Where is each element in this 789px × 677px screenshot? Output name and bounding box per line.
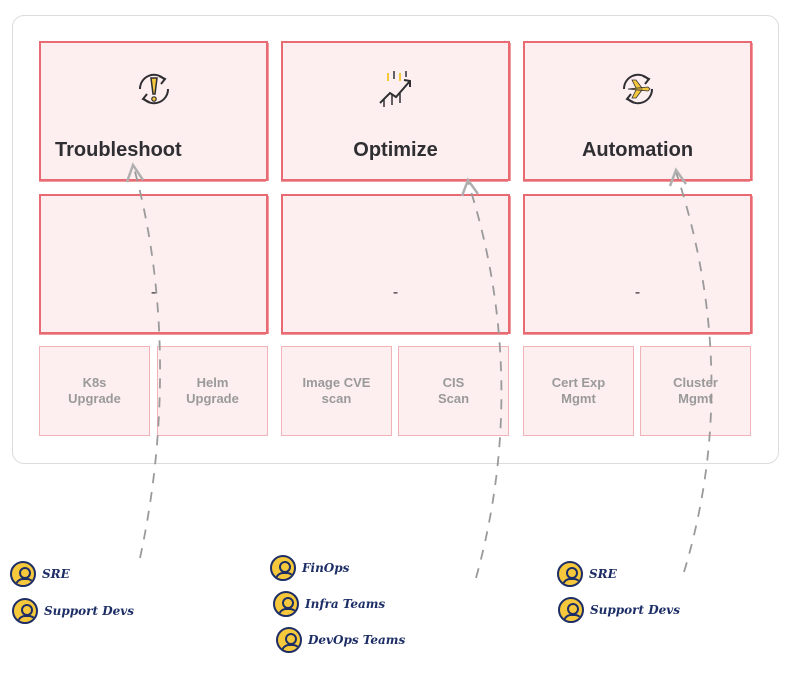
card-title: Troubleshoot bbox=[55, 139, 182, 161]
refresh-plane-icon bbox=[622, 73, 653, 105]
subitem-helm-upgrade: Helm Upgrade bbox=[157, 346, 268, 436]
user-avatar-icon bbox=[558, 597, 584, 623]
persona-label: Infra Teams bbox=[305, 597, 386, 611]
card-middle-optimize: - bbox=[281, 194, 510, 334]
user-avatar-icon bbox=[270, 555, 296, 581]
card-troubleshoot: Troubleshoot bbox=[39, 41, 268, 181]
persona-sre-1: SRE bbox=[10, 561, 70, 587]
subitem-k8s-upgrade: K8s Upgrade bbox=[39, 346, 150, 436]
persona-support-devs-1: Support Devs bbox=[12, 598, 134, 624]
subitem-cis-scan: CIS Scan bbox=[398, 346, 509, 436]
trend-up-icon bbox=[378, 71, 411, 107]
user-avatar-icon bbox=[276, 627, 302, 653]
persona-finops: FinOps bbox=[270, 555, 349, 581]
card-middle-automation: - bbox=[523, 194, 752, 334]
user-avatar-icon bbox=[10, 561, 36, 587]
persona-sre-2: SRE bbox=[557, 561, 617, 587]
card-middle-troubleshoot: - bbox=[39, 194, 268, 334]
card-middle-text: - bbox=[392, 284, 399, 301]
persona-devops-teams: DevOps Teams bbox=[276, 627, 405, 653]
card-middle-text: - bbox=[150, 284, 157, 301]
card-optimize: Optimize bbox=[281, 41, 510, 181]
subitem-cluster-mgmt: Cluster Mgmt bbox=[640, 346, 751, 436]
refresh-alert-icon bbox=[138, 73, 169, 105]
persona-label: SRE bbox=[589, 567, 617, 581]
subitem-cert-exp-mgmt: Cert Exp Mgmt bbox=[523, 346, 634, 436]
card-title: Automation bbox=[581, 139, 694, 161]
persona-label: Support Devs bbox=[590, 603, 680, 617]
card-automation: Automation bbox=[523, 41, 752, 181]
persona-label: DevOps Teams bbox=[308, 633, 406, 647]
persona-label: FinOps bbox=[302, 561, 350, 575]
card-title: Optimize bbox=[353, 139, 438, 161]
subitem-image-cve-scan: Image CVE scan bbox=[281, 346, 392, 436]
user-avatar-icon bbox=[12, 598, 38, 624]
persona-infra-teams: Infra Teams bbox=[273, 591, 385, 617]
persona-label: SRE bbox=[42, 567, 70, 581]
persona-label: Support Devs bbox=[44, 604, 134, 618]
user-avatar-icon bbox=[273, 591, 299, 617]
persona-support-devs-2: Support Devs bbox=[558, 597, 680, 623]
card-middle-text: - bbox=[634, 284, 641, 301]
user-avatar-icon bbox=[557, 561, 583, 587]
